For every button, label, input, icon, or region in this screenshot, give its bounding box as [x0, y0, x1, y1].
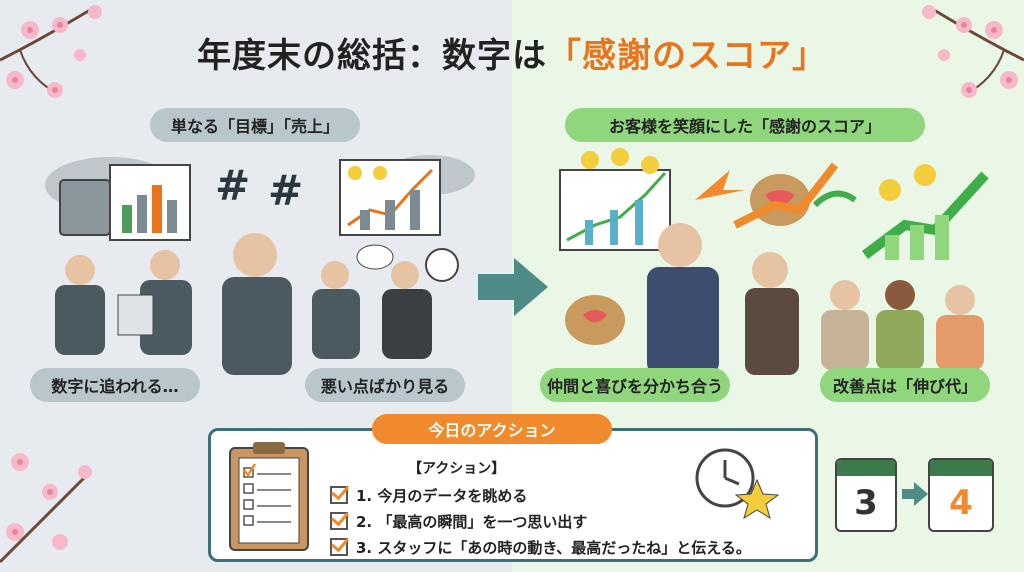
svg-text:#: # [215, 161, 250, 210]
checkbox-icon [330, 486, 348, 504]
left-label-2: 悪い点ばかり見る [305, 368, 465, 402]
action-item-1: 1. 今月のデータを眺める [330, 482, 810, 508]
clipboard-icon [229, 442, 309, 551]
calendar-arrow-icon [902, 482, 928, 506]
page-title: 年度末の総括：数字は「感謝のスコア」 [197, 36, 827, 76]
blossom-decoration-top-left [0, 5, 102, 98]
right-label-2: 改善点は「伸び代」 [820, 368, 990, 402]
alarm-clock-icon [695, 448, 780, 520]
action-tag: 今日のアクション [372, 414, 612, 444]
checkbox-icon [330, 538, 348, 556]
checkbox-icon [330, 512, 348, 530]
action-list-header: 【アクション】 [408, 461, 506, 477]
svg-text:#: # [268, 166, 303, 215]
left-scene-illustration: # # [45, 155, 475, 375]
calendar-march-icon: 3 [835, 458, 897, 532]
blossom-decoration-top-right [922, 5, 1024, 98]
blossom-decoration-bottom-left [0, 453, 92, 564]
transition-arrow-icon [478, 258, 548, 316]
calendar-april-icon: 4 [928, 458, 994, 532]
right-header-pill: お客様を笑顔にした「感謝のスコア」 [565, 108, 925, 142]
left-header-pill: 単なる「目標」「売上」 [150, 108, 360, 142]
action-list: 【アクション】 1. 今月のデータを眺める 2. 「最高の瞬間」を一つ思い出す … [330, 458, 810, 560]
action-item-3: 3. スタッフに「あの時の動き、最高だったね」と伝える。 [330, 534, 810, 560]
right-label-1: 仲間と喜びを分かち合う [540, 368, 730, 402]
left-label-1: 数字に追われる… [30, 368, 200, 402]
right-scene-illustration [559, 148, 989, 375]
action-item-2: 2. 「最高の瞬間」を一つ思い出す [330, 508, 810, 534]
